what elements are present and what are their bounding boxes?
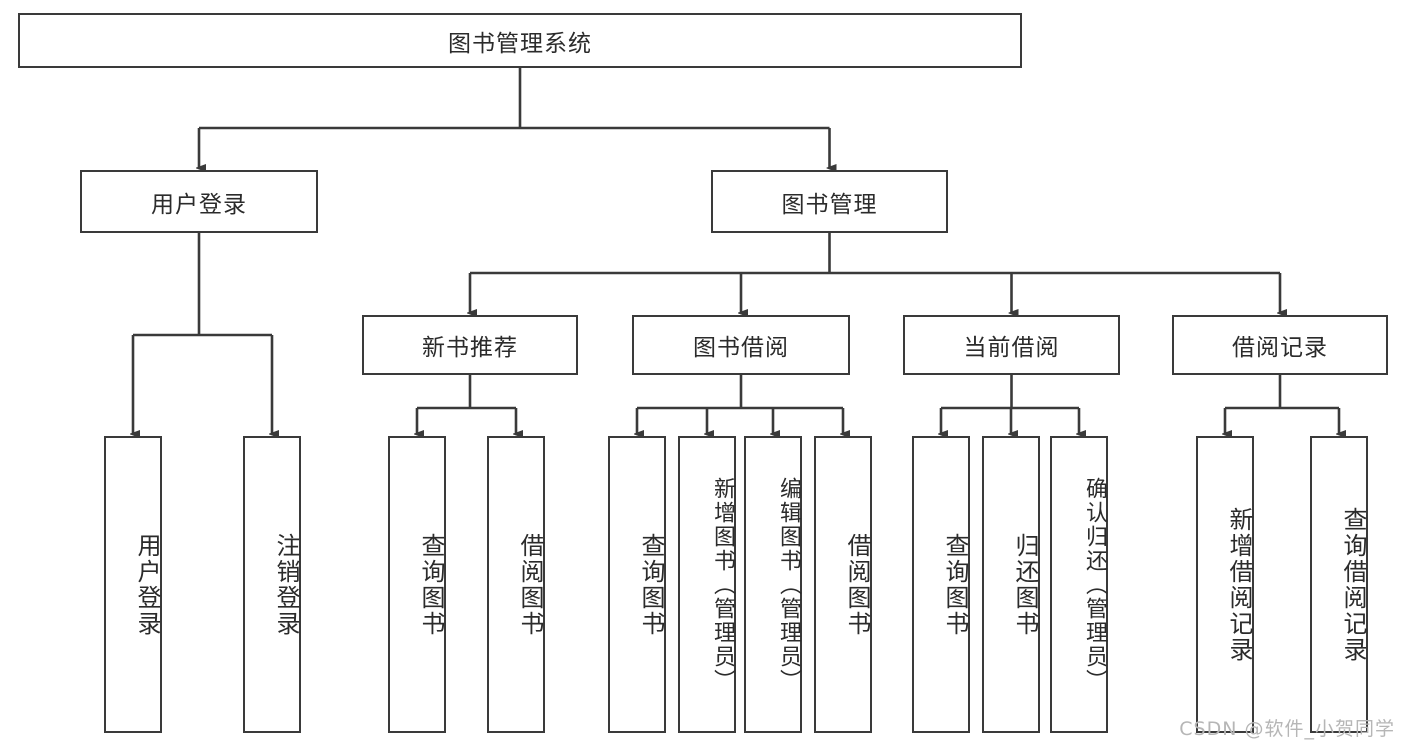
watermark-text: CSDN @软件_小贺同学 xyxy=(1179,718,1395,740)
node-label: 借阅图书 xyxy=(843,532,871,637)
node-label: 查询图书 xyxy=(417,532,445,637)
node-borrow-record: 借阅记录 xyxy=(1172,315,1388,375)
node-label: 新书推荐 xyxy=(422,335,518,361)
node-label: 查询图书 xyxy=(941,532,969,637)
node-label: 注销登录 xyxy=(272,532,300,637)
node-leaf-add-record: 新增借阅记录 xyxy=(1196,436,1254,733)
node-book-borrow: 图书借阅 xyxy=(632,315,850,375)
node-leaf-user-login: 用户登录 xyxy=(104,436,162,733)
node-label: 图书管理 xyxy=(781,191,878,218)
node-book-manage: 图书管理 xyxy=(711,170,948,233)
node-leaf-borrow-book-1: 借阅图书 xyxy=(487,436,545,733)
node-label: 确认归还（管理员） xyxy=(1082,476,1107,693)
node-label: 借阅记录 xyxy=(1232,335,1328,361)
node-label: 新增借阅记录 xyxy=(1225,506,1253,663)
node-leaf-query-record: 查询借阅记录 xyxy=(1310,436,1368,733)
node-user-login: 用户登录 xyxy=(80,170,318,233)
node-label: 用户登录 xyxy=(133,532,161,637)
node-leaf-confirm-return: 确认归还（管理员） xyxy=(1050,436,1108,733)
node-leaf-query-book-2: 查询图书 xyxy=(608,436,666,733)
node-label: 新增图书（管理员） xyxy=(710,476,735,693)
node-label: 借阅图书 xyxy=(516,532,544,637)
node-label: 编辑图书（管理员） xyxy=(776,476,801,693)
node-current-borrow: 当前借阅 xyxy=(903,315,1120,375)
node-leaf-return-book: 归还图书 xyxy=(982,436,1040,733)
node-label: 查询借阅记录 xyxy=(1339,506,1367,663)
node-label: 图书借阅 xyxy=(693,335,789,361)
node-new-book-recommend: 新书推荐 xyxy=(362,315,578,375)
node-leaf-borrow-book-2: 借阅图书 xyxy=(814,436,872,733)
node-label: 当前借阅 xyxy=(963,335,1060,361)
node-leaf-add-book: 新增图书（管理员） xyxy=(678,436,736,733)
node-leaf-logout: 注销登录 xyxy=(243,436,301,733)
node-leaf-edit-book: 编辑图书（管理员） xyxy=(744,436,802,733)
node-label: 图书管理系统 xyxy=(448,30,592,57)
node-leaf-query-book-1: 查询图书 xyxy=(388,436,446,733)
node-label: 查询图书 xyxy=(637,532,665,637)
node-label: 用户登录 xyxy=(151,191,247,218)
node-label: 归还图书 xyxy=(1011,532,1039,637)
node-root-system: 图书管理系统 xyxy=(18,13,1022,68)
node-leaf-query-book-3: 查询图书 xyxy=(912,436,970,733)
